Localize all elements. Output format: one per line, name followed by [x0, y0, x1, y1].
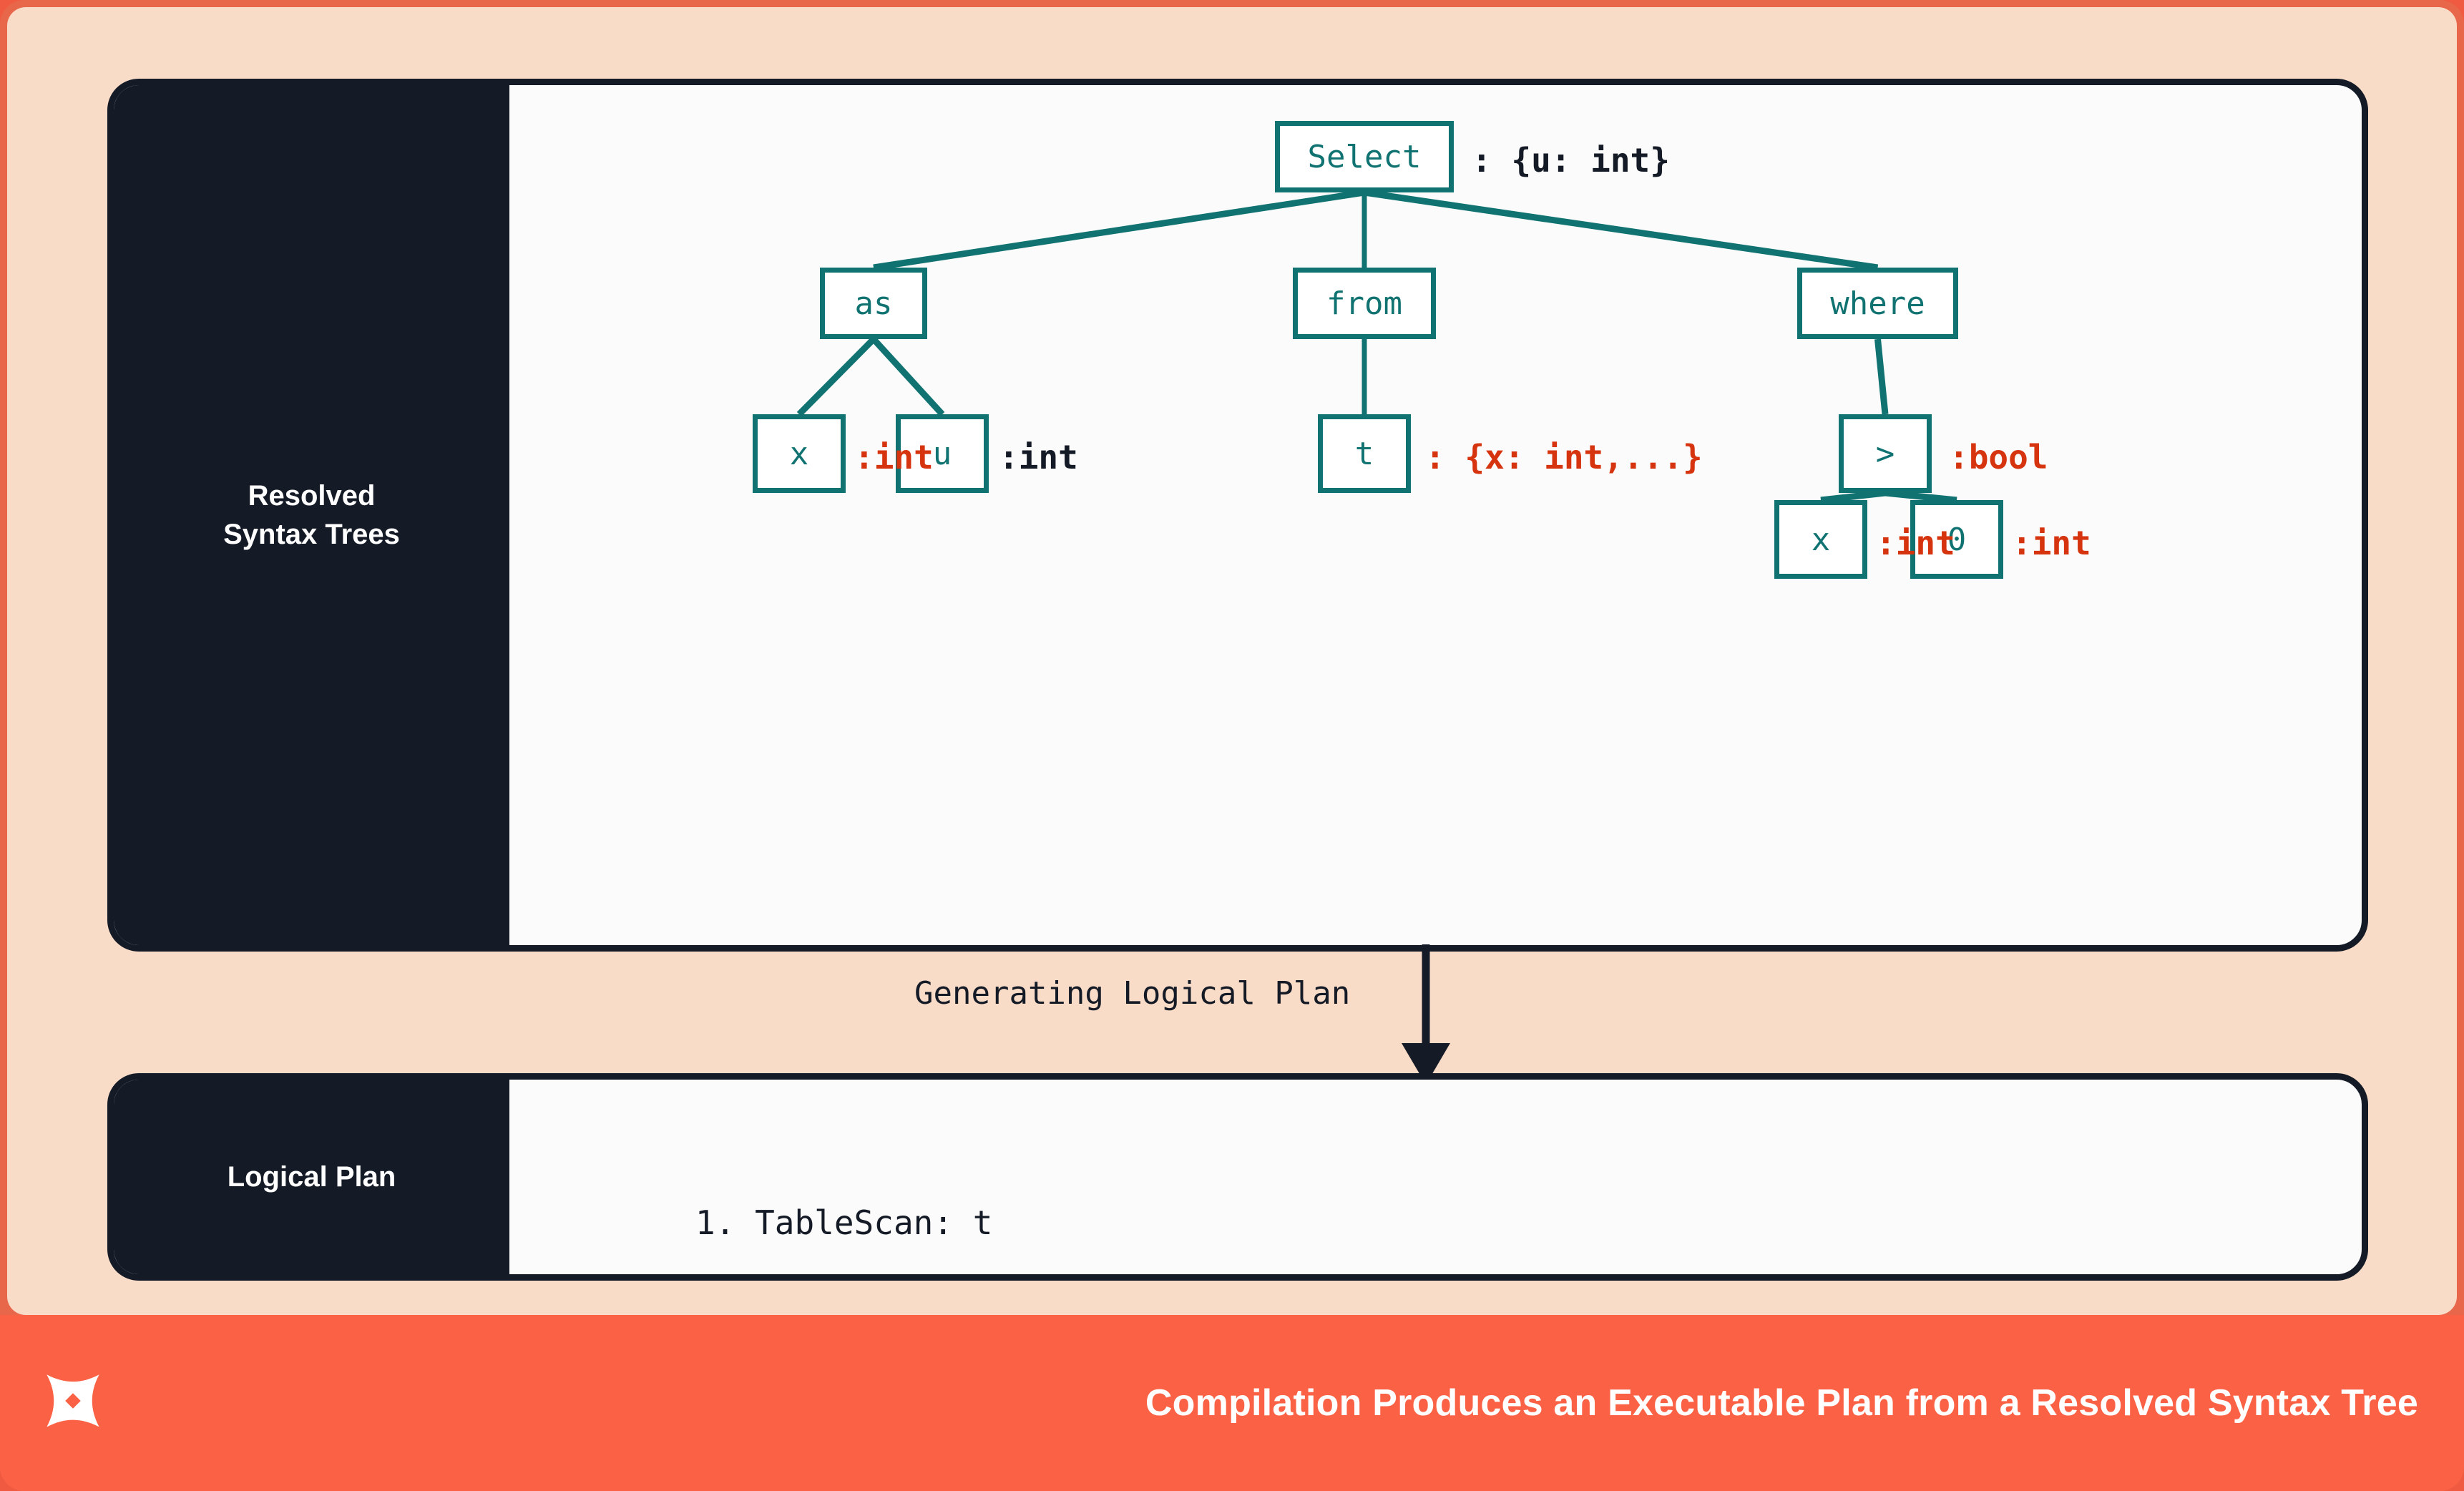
- tree-node-x1: x: [753, 414, 846, 493]
- tree-edge-select-as: [873, 189, 1365, 271]
- tree-edge-select-where: [1364, 189, 1879, 271]
- tree-node-where: where: [1797, 268, 1958, 339]
- tree-node-x2: x: [1774, 500, 1867, 579]
- four-point-star-logo: [47, 1374, 99, 1427]
- tree-node-as: as: [820, 268, 927, 339]
- resolved-syntax-trees-panel: Resolved Syntax Trees Select as from where x…: [107, 79, 2368, 952]
- tree-edge-gt-x2: [1820, 489, 1886, 504]
- logical-plan-steps: 1. TableScan: t 2. Filter: t.x > 0 3. Pr…: [695, 1110, 1151, 1274]
- tree-edge-as-x1: [796, 336, 876, 417]
- tree-node-from: from: [1293, 268, 1436, 339]
- diagram-canvas: Resolved Syntax Trees Select as from where x…: [7, 7, 2457, 1315]
- logical-plan-panel: Logical Plan 1. TableScan: t 2. Filter: …: [107, 1073, 2368, 1281]
- resolved-syntax-trees-sidebar-label: Resolved Syntax Trees: [114, 85, 509, 945]
- logical-plan-body: 1. TableScan: t 2. Filter: t.x > 0 3. Pr…: [509, 1080, 2362, 1274]
- type-annotation-t-gt: :bool: [1949, 438, 2048, 476]
- tree-edges: [796, 189, 1957, 504]
- rst-label-line1: Resolved: [248, 480, 376, 512]
- plan-step: 1. TableScan: t: [695, 1203, 993, 1242]
- type-annotation-t-select: : {u: int}: [1472, 141, 1670, 180]
- tree-edge-gt-zero: [1884, 489, 1957, 504]
- type-annotation-t-zero: :int: [2012, 524, 2091, 562]
- type-annotation-t-u: :int: [999, 438, 1078, 476]
- type-annotation-t-x2: :int: [1876, 524, 1955, 562]
- generating-logical-plan-label: Generating Logical Plan: [914, 975, 1351, 1012]
- tree-node-t: t: [1318, 414, 1411, 493]
- tree-edge-where-gt: [1874, 338, 1889, 415]
- rst-label-line2: Syntax Trees: [223, 519, 400, 550]
- tree-node-u: u: [896, 414, 989, 493]
- tree-node-select: Select: [1275, 121, 1454, 192]
- footer-caption: Compilation Produces an Executable Plan …: [1145, 1382, 2418, 1424]
- logical-plan-label: Logical Plan: [227, 1161, 396, 1193]
- footer-bar: Compilation Produces an Executable Plan …: [0, 1315, 2464, 1491]
- tree-node-zero: 0: [1910, 500, 2003, 579]
- logical-plan-sidebar-label: Logical Plan: [114, 1080, 509, 1274]
- tree-edge-as-u: [871, 336, 945, 417]
- type-annotation-t-x1: :int: [854, 438, 934, 476]
- type-annotation-t-t: : {x: int,...}: [1425, 438, 1703, 476]
- tree-node-gt: >: [1839, 414, 1932, 493]
- down-arrow-icon: [1402, 944, 1450, 1085]
